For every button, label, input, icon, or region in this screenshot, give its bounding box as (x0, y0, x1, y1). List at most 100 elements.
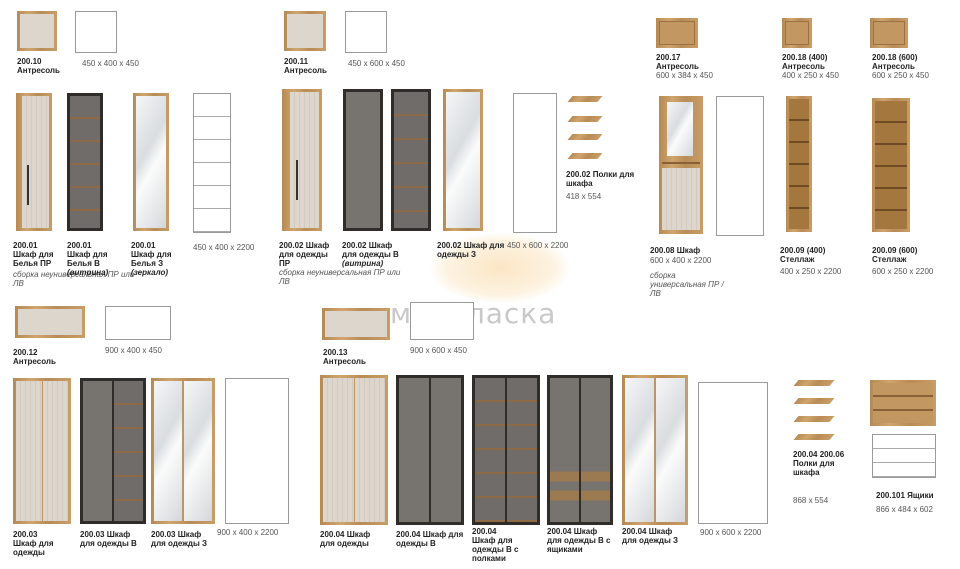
product-name: Шкаф для одежды В с ящиками (547, 527, 611, 554)
product-image-200-01-pr[interactable] (16, 93, 52, 231)
product-dimensions: 600 x 250 x 2200 (872, 267, 934, 276)
product-wireframe-200-03 (225, 378, 289, 524)
product-image-200-03-z[interactable] (151, 378, 215, 524)
product-label-200-02-v: 200.02 Шкаф для одежды В (витрина) (342, 241, 404, 268)
product-image-200-11[interactable] (284, 11, 326, 51)
product-label-200-04-v: 200.04 Шкаф для одежды В (396, 530, 466, 548)
product-note: сборка универсальная ПР / ЛВ (650, 271, 724, 298)
product-image-200-10[interactable] (17, 11, 57, 51)
product-wireframe-200-10 (75, 11, 117, 53)
product-dimensions: 900 x 600 x 450 (410, 346, 467, 355)
product-image-200-01-z[interactable] (133, 93, 169, 231)
product-label-200-02-shelves: 200.02 Полки для шкафа (566, 170, 636, 188)
product-name: Стеллаж (872, 255, 907, 264)
product-dimensions: 418 x 554 (566, 192, 602, 201)
product-label-200-02-pr: 200.02 Шкаф для одежды ПР (279, 241, 341, 268)
product-code: 200.09 (600) (872, 246, 918, 255)
product-code: 200.04 200.06 (793, 450, 845, 459)
product-wireframe-200-101 (872, 434, 936, 478)
product-image-200-101[interactable] (870, 380, 936, 426)
product-code: 200.13 (323, 348, 348, 357)
product-label-200-09-400: 200.09 (400) Стеллаж (780, 246, 860, 264)
product-dimensions: 600 x 400 x 2200 (650, 256, 712, 265)
product-dimensions: 450 x 600 x 2200 (507, 241, 569, 250)
product-image-200-02-v2[interactable] (391, 89, 431, 231)
shelf-image (793, 416, 835, 422)
product-name: Ящики (907, 491, 934, 500)
product-dimensions: 450 x 400 x 450 (82, 59, 139, 68)
product-label-200-03-z: 200.03 Шкаф для одежды З (151, 530, 213, 548)
product-image-200-04-z[interactable] (622, 375, 688, 525)
product-code: 200.17 (656, 53, 681, 62)
product-image-200-01-v[interactable] (67, 93, 103, 231)
product-image-200-13[interactable] (322, 308, 390, 340)
product-dimensions: 600 x 384 x 450 (656, 71, 713, 80)
product-image-200-04-v-drawers[interactable] (547, 375, 613, 525)
product-image-200-17[interactable] (656, 18, 698, 48)
product-note: сборка неуниверсальная ПР или ЛВ (13, 270, 135, 288)
product-dimensions: 600 x 250 x 450 (872, 71, 929, 80)
product-variant: (зеркало) (131, 268, 169, 277)
product-code: 200.04 (547, 527, 572, 536)
product-name: Шкаф для Белья В (67, 250, 108, 268)
product-name: Шкаф для одежды В с полками (472, 536, 519, 563)
product-code: 200.04 (622, 527, 647, 536)
product-image-200-18-600[interactable] (870, 18, 908, 48)
product-code: 200.01 (67, 241, 92, 250)
product-wireframe-200-13 (410, 302, 474, 340)
product-image-200-09-600[interactable] (872, 98, 910, 232)
shelf-image (567, 153, 603, 159)
product-image-200-08[interactable] (659, 96, 703, 234)
product-code: 200.04 (320, 530, 345, 539)
product-code: 200.02 (437, 241, 462, 250)
product-name: Полки для шкафа (566, 170, 635, 188)
product-name: Полки для шкафа (793, 459, 835, 477)
product-note: сборка неуниверсальная ПР или ЛВ (279, 268, 401, 286)
product-image-200-02-pr[interactable] (282, 89, 322, 231)
product-label-200-02-z: 200.02 Шкаф для одежды З (437, 241, 507, 259)
product-name: Стеллаж (780, 255, 815, 264)
product-dimensions: 400 x 250 x 2200 (780, 267, 842, 276)
product-name: Шкаф для одежды В (396, 530, 464, 548)
product-image-200-04-v-shelves[interactable] (472, 375, 540, 525)
shelf-image (567, 116, 603, 122)
product-image-200-02-v[interactable] (343, 89, 383, 231)
product-wireframe-200-04 (698, 382, 768, 524)
product-name: Шкаф для одежды (13, 539, 54, 557)
product-name: Антресоль (13, 357, 56, 366)
product-image-200-12[interactable] (15, 306, 85, 338)
product-image-200-04[interactable] (320, 375, 388, 525)
product-label-200-09-600: 200.09 (600) Стеллаж (872, 246, 952, 264)
product-code: 200.03 (80, 530, 105, 539)
product-wireframe-200-11 (345, 11, 387, 53)
product-image-200-09-400[interactable] (786, 96, 812, 232)
product-name: Антресоль (17, 66, 60, 75)
shelf-image (793, 380, 835, 386)
product-label-200-04-shelves: 200.04 200.06 Полки для шкафа (793, 450, 849, 477)
handle-icon (27, 165, 29, 205)
product-label-200-03: 200.03 Шкаф для одежды (13, 530, 73, 557)
shelf-image (793, 434, 835, 440)
product-image-200-03[interactable] (13, 378, 71, 524)
product-name: Антресоль (656, 62, 699, 71)
product-label-200-03-v: 200.03 Шкаф для одежды В (80, 530, 142, 548)
product-code: 200.101 (876, 491, 905, 500)
product-wireframe-200-12 (105, 306, 171, 340)
product-code: 200.18 (600) (872, 53, 918, 62)
product-image-200-03-v[interactable] (80, 378, 146, 524)
product-code: 200.03 (151, 530, 176, 539)
product-label-200-04-v-drawers: 200.04 Шкаф для одежды В с ящиками (547, 527, 611, 554)
product-code: 200.09 (400) (780, 246, 826, 255)
product-dimensions: 900 x 600 x 2200 (700, 528, 762, 537)
product-image-200-04-v[interactable] (396, 375, 464, 525)
product-name: Шкаф для одежды З (437, 241, 505, 259)
product-image-200-02-z[interactable] (443, 89, 483, 231)
product-code: 200.04 (472, 527, 497, 536)
product-code: 200.18 (400) (782, 53, 828, 62)
product-wireframe-200-01 (193, 93, 231, 233)
shelf-image (793, 398, 835, 404)
product-dimensions: 866 x 484 x 602 (876, 505, 933, 514)
shelf-image (567, 134, 603, 140)
product-name: Шкаф для Белья ПР (13, 250, 54, 268)
product-image-200-18-400[interactable] (782, 18, 812, 48)
